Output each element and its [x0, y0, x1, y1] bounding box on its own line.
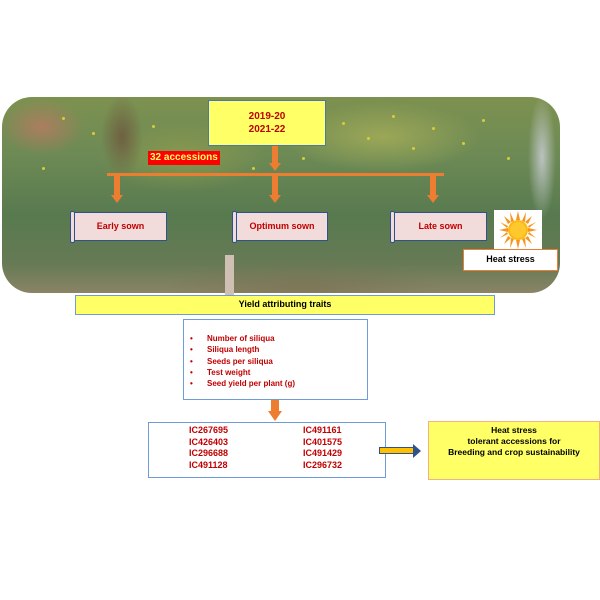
tolerant-accessions-box: IC267695 IC426403 IC296688 IC491128 IC49…: [148, 422, 386, 478]
sowing-box-late: Late sown: [394, 212, 487, 241]
trait-item: •Seeds per siliqua: [190, 356, 273, 366]
sowing-label-optimum: Optimum sown: [249, 221, 315, 231]
arrow-early-shaft: [114, 176, 120, 196]
arrow-right-shaft: [379, 447, 414, 454]
arrow-optimum-shaft: [272, 176, 278, 196]
arrow-late-head: [427, 195, 439, 203]
bullet: •: [190, 345, 193, 355]
traits-list: •Number of siliqua •Siliqua length •Seed…: [190, 333, 367, 389]
bullet: •: [190, 334, 193, 343]
traits-header: Yield attributing traits: [75, 295, 495, 315]
traits-list-box: •Number of siliqua •Siliqua length •Seed…: [183, 319, 368, 400]
trait-item: •Siliqua length: [190, 345, 260, 355]
result-box: Heat stress tolerant accessions for Bree…: [428, 421, 600, 480]
season-2: 2021-22: [248, 124, 286, 135]
sun-icon: [494, 210, 542, 250]
sowing-label-early: Early sown: [96, 221, 145, 231]
sowing-label-late: Late sown: [418, 221, 463, 231]
arrow-right-head: [413, 444, 421, 458]
trait-item: •Seed yield per plant (g): [190, 379, 296, 389]
distribution-line: [107, 173, 444, 176]
result-line-3: Breeding and crop sustainability: [448, 447, 580, 457]
accession-id: IC296688: [189, 448, 229, 458]
arrow-late-shaft: [430, 176, 436, 196]
accession-id: IC267695: [189, 425, 229, 435]
trait-item: •Test weight: [190, 367, 251, 377]
arrow-traits-head: [268, 411, 282, 421]
field-marker-post: [225, 255, 234, 295]
sowing-box-early: Early sown: [74, 212, 167, 241]
season-1: 2019-20: [248, 111, 286, 122]
trait-item: •Number of siliqua: [190, 334, 275, 343]
bullet: •: [190, 356, 193, 366]
arrow-traits-shaft: [271, 400, 279, 412]
result-line-2: tolerant accessions for: [467, 436, 561, 446]
arrow-optimum-head: [269, 195, 281, 203]
heat-stress-label: Heat stress: [463, 249, 558, 271]
accession-id: IC491429: [303, 448, 343, 458]
accession-id: IC491161: [303, 425, 342, 435]
arrow-seasons-head: [269, 163, 281, 171]
arrow-early-head: [111, 195, 123, 203]
accession-id: IC426403: [189, 436, 229, 447]
accession-id: IC491128: [189, 459, 228, 470]
accession-id: IC296732: [303, 459, 343, 470]
accession-column-right: IC491161 IC401575 IC491429 IC296732: [303, 425, 342, 471]
seasons-box: 2019-20 2021-22: [208, 100, 326, 146]
sowing-box-optimum: Optimum sown: [236, 212, 328, 241]
arrow-seasons-down: [272, 146, 278, 164]
result-line-1: Heat stress: [491, 425, 537, 435]
bullet: •: [190, 379, 193, 389]
accession-id: IC401575: [303, 436, 343, 447]
accessions-count-label: 32 accessions: [148, 151, 220, 165]
bullet: •: [190, 367, 193, 377]
accession-column-left: IC267695 IC426403 IC296688 IC491128: [189, 425, 228, 471]
